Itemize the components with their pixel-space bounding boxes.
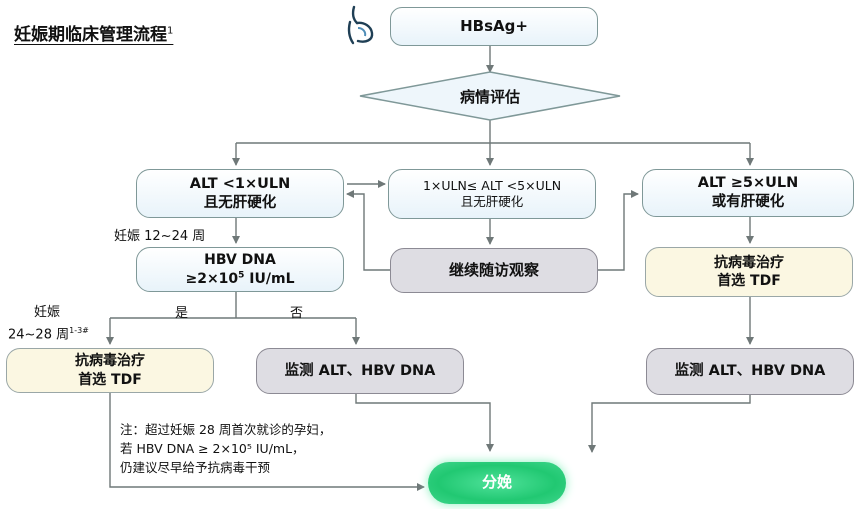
yes-label: 是 — [175, 306, 189, 321]
pregnancy-24-28-line2: 24~28 周1-3# — [8, 322, 89, 344]
antiviral-right-line2: 首选 TDF — [717, 273, 781, 289]
footnote: 注：超过妊娠 28 周首次就诊的孕妇， 若 HBV DNA ≥ 2×10⁵ IU… — [120, 420, 331, 477]
hbv-dna-line2-post: IU/mL — [244, 270, 295, 287]
hbsag-positive-label: HBsAg+ — [460, 16, 528, 35]
hbv-dna-line2-sup: 5 — [238, 269, 245, 280]
alt-low-line2: 且无肝硬化 — [203, 194, 277, 211]
hbv-dna-line1: HBV DNA — [204, 252, 276, 269]
hbsag-positive-node: HBsAg+ — [390, 7, 598, 46]
antiviral-left-line1: 抗病毒治疗 — [75, 353, 145, 370]
antiviral-left-node: 抗病毒治疗 首选 TDF — [6, 348, 214, 393]
assess-diamond-shape — [359, 71, 621, 121]
alt-mid-line2: 且无肝硬化 — [460, 194, 524, 209]
alt-high-line1: ALT ≥5×ULN — [697, 175, 799, 192]
follow-up-node: 继续随访观察 — [390, 248, 598, 293]
pregnancy-24-28-weeks: 24~28 周 — [8, 327, 70, 343]
antiviral-right-line1: 抗病毒治疗 — [714, 254, 784, 271]
footnote-line3: 仍建议尽早给予抗病毒干预 — [120, 460, 271, 475]
monitor-right-label: 监测 ALT、HBV DNA — [674, 363, 826, 380]
footnote-line1: 注：超过妊娠 28 周首次就诊的孕妇， — [120, 422, 332, 437]
assess-node: 病情评估 — [430, 86, 550, 107]
delivery-label: 分娩 — [481, 473, 512, 492]
page-title-sup: 1 — [167, 25, 174, 37]
hbv-dna-line2-pre: ≥2×10 — [185, 270, 239, 287]
follow-up-label: 继续随访观察 — [448, 260, 539, 279]
pregnant-woman-icon — [347, 5, 374, 45]
pregnancy-12-24-label: 妊娠 12~24 周 — [114, 229, 206, 244]
hbv-dna-line2: ≥2×105 IU/mL — [185, 270, 294, 288]
assess-label: 病情评估 — [459, 88, 520, 106]
alt-mid-line1: 1×ULN≤ ALT <5×ULN — [422, 177, 562, 193]
antiviral-left-line2: 首选 TDF — [78, 371, 142, 388]
pregnancy-24-28-line1: 妊娠 — [34, 305, 61, 320]
footnote-line2: 若 HBV DNA ≥ 2×10⁵ IU/mL， — [120, 441, 305, 456]
monitor-mid-label: 监测 ALT、HBV DNA — [284, 362, 436, 379]
alt-mid-node: 1×ULN≤ ALT <5×ULN 且无肝硬化 — [388, 169, 596, 219]
antiviral-right-node: 抗病毒治疗 首选 TDF — [645, 247, 853, 297]
delivery-node: 分娩 — [428, 462, 566, 504]
monitor-right-node: 监测 ALT、HBV DNA — [646, 348, 854, 395]
page-title-text: 妊娠期临床管理流程 — [14, 25, 167, 45]
alt-low-node: ALT <1×ULN 且无肝硬化 — [136, 169, 344, 218]
page-title: 妊娠期临床管理流程1 — [14, 20, 173, 45]
hbv-dna-threshold-node: HBV DNA ≥2×105 IU/mL — [136, 247, 344, 292]
pregnancy-24-28-label: 妊娠 24~28 周1-3# — [8, 304, 89, 344]
alt-high-line2: 或有肝硬化 — [711, 194, 785, 210]
pregnancy-24-28-sup: 1-3# — [69, 326, 89, 335]
monitor-mid-node: 监测 ALT、HBV DNA — [256, 348, 464, 394]
alt-low-line1: ALT <1×ULN — [189, 175, 291, 192]
alt-high-node: ALT ≥5×ULN 或有肝硬化 — [642, 169, 854, 217]
no-label: 否 — [290, 306, 304, 321]
